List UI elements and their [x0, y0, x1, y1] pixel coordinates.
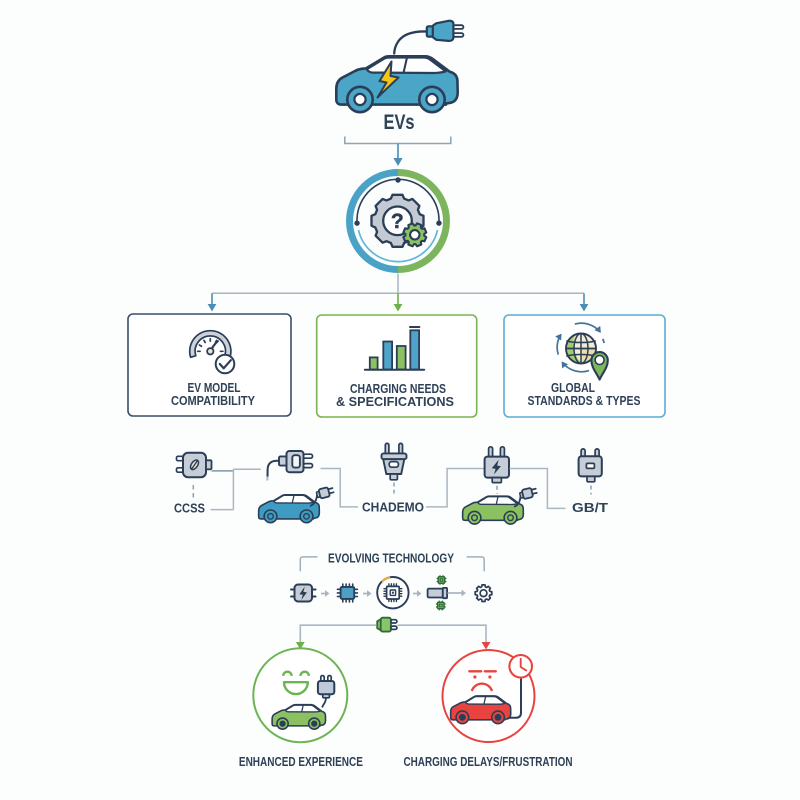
svg-text:?: ? — [391, 210, 404, 233]
svg-text:GLOBAL: GLOBAL — [551, 380, 595, 395]
svg-text:ENHANCED EXPERIENCE: ENHANCED EXPERIENCE — [239, 754, 363, 769]
svg-text:CHARGING DELAYS/FRUSTRATION: CHARGING DELAYS/FRUSTRATION — [404, 754, 573, 769]
svg-text:EVs: EVs — [384, 110, 415, 134]
svg-text:CHARGING NEEDS: CHARGING NEEDS — [350, 381, 446, 396]
svg-text:STANDARDS & TYPES: STANDARDS & TYPES — [528, 393, 641, 408]
svg-text:CCSS: CCSS — [174, 502, 205, 516]
svg-text:GB/T: GB/T — [572, 501, 608, 515]
svg-text:EV MODEL: EV MODEL — [188, 380, 241, 395]
svg-text:EVOLVING TECHNOLOGY: EVOLVING TECHNOLOGY — [328, 551, 454, 566]
svg-text:& SPECIFICATIONS: & SPECIFICATIONS — [336, 394, 454, 409]
svg-text:COMPATIBILITY: COMPATIBILITY — [171, 393, 255, 408]
svg-text:CHADEMO: CHADEMO — [362, 501, 424, 515]
